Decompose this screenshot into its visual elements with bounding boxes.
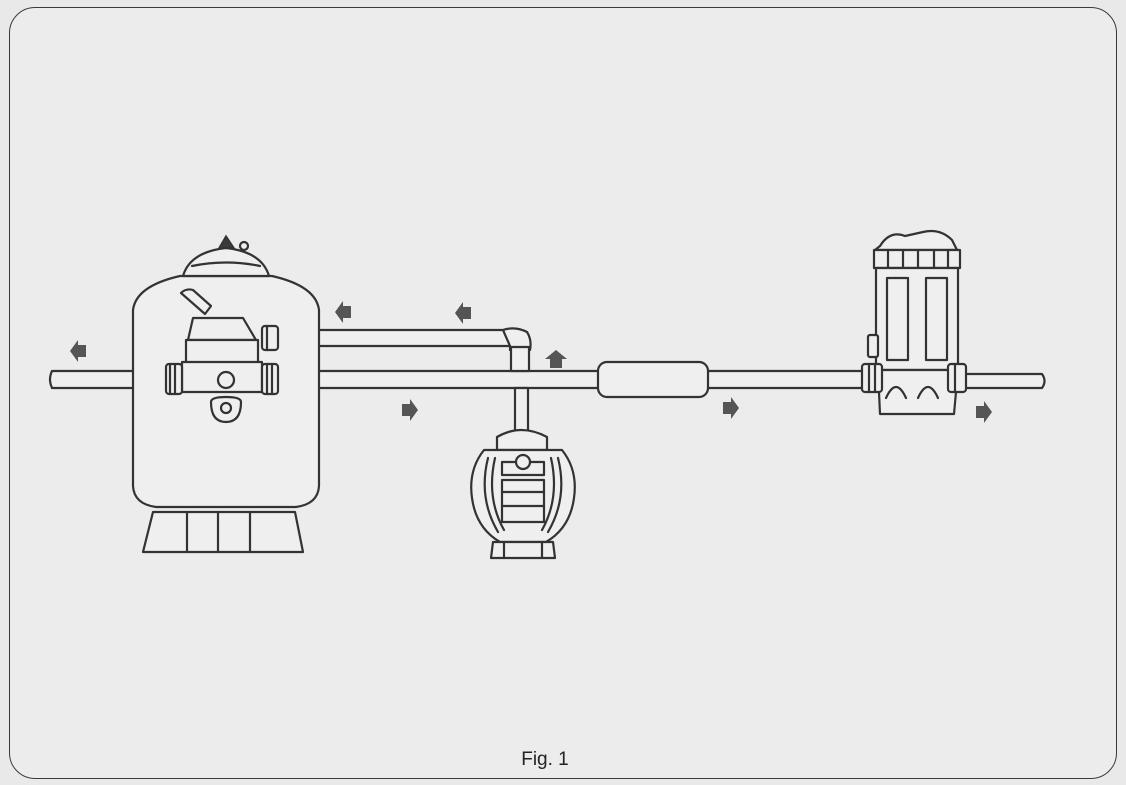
pump-icon xyxy=(470,428,576,560)
flow-arrow-left xyxy=(455,302,471,324)
flow-arrow-left xyxy=(335,301,351,323)
flow-arrows xyxy=(70,301,992,423)
chlorinator-icon xyxy=(860,229,968,416)
flow-arrow-left xyxy=(70,340,86,362)
flow-arrow-right xyxy=(723,397,739,419)
flow-arrow-right xyxy=(402,399,418,421)
figure-caption: Fig. 1 xyxy=(521,749,569,770)
sand-filter-icon xyxy=(131,234,321,554)
heater-icon xyxy=(596,360,710,399)
valve-icon xyxy=(164,288,280,424)
flow-arrow-up xyxy=(545,350,567,368)
flow-arrow-right xyxy=(976,401,992,423)
